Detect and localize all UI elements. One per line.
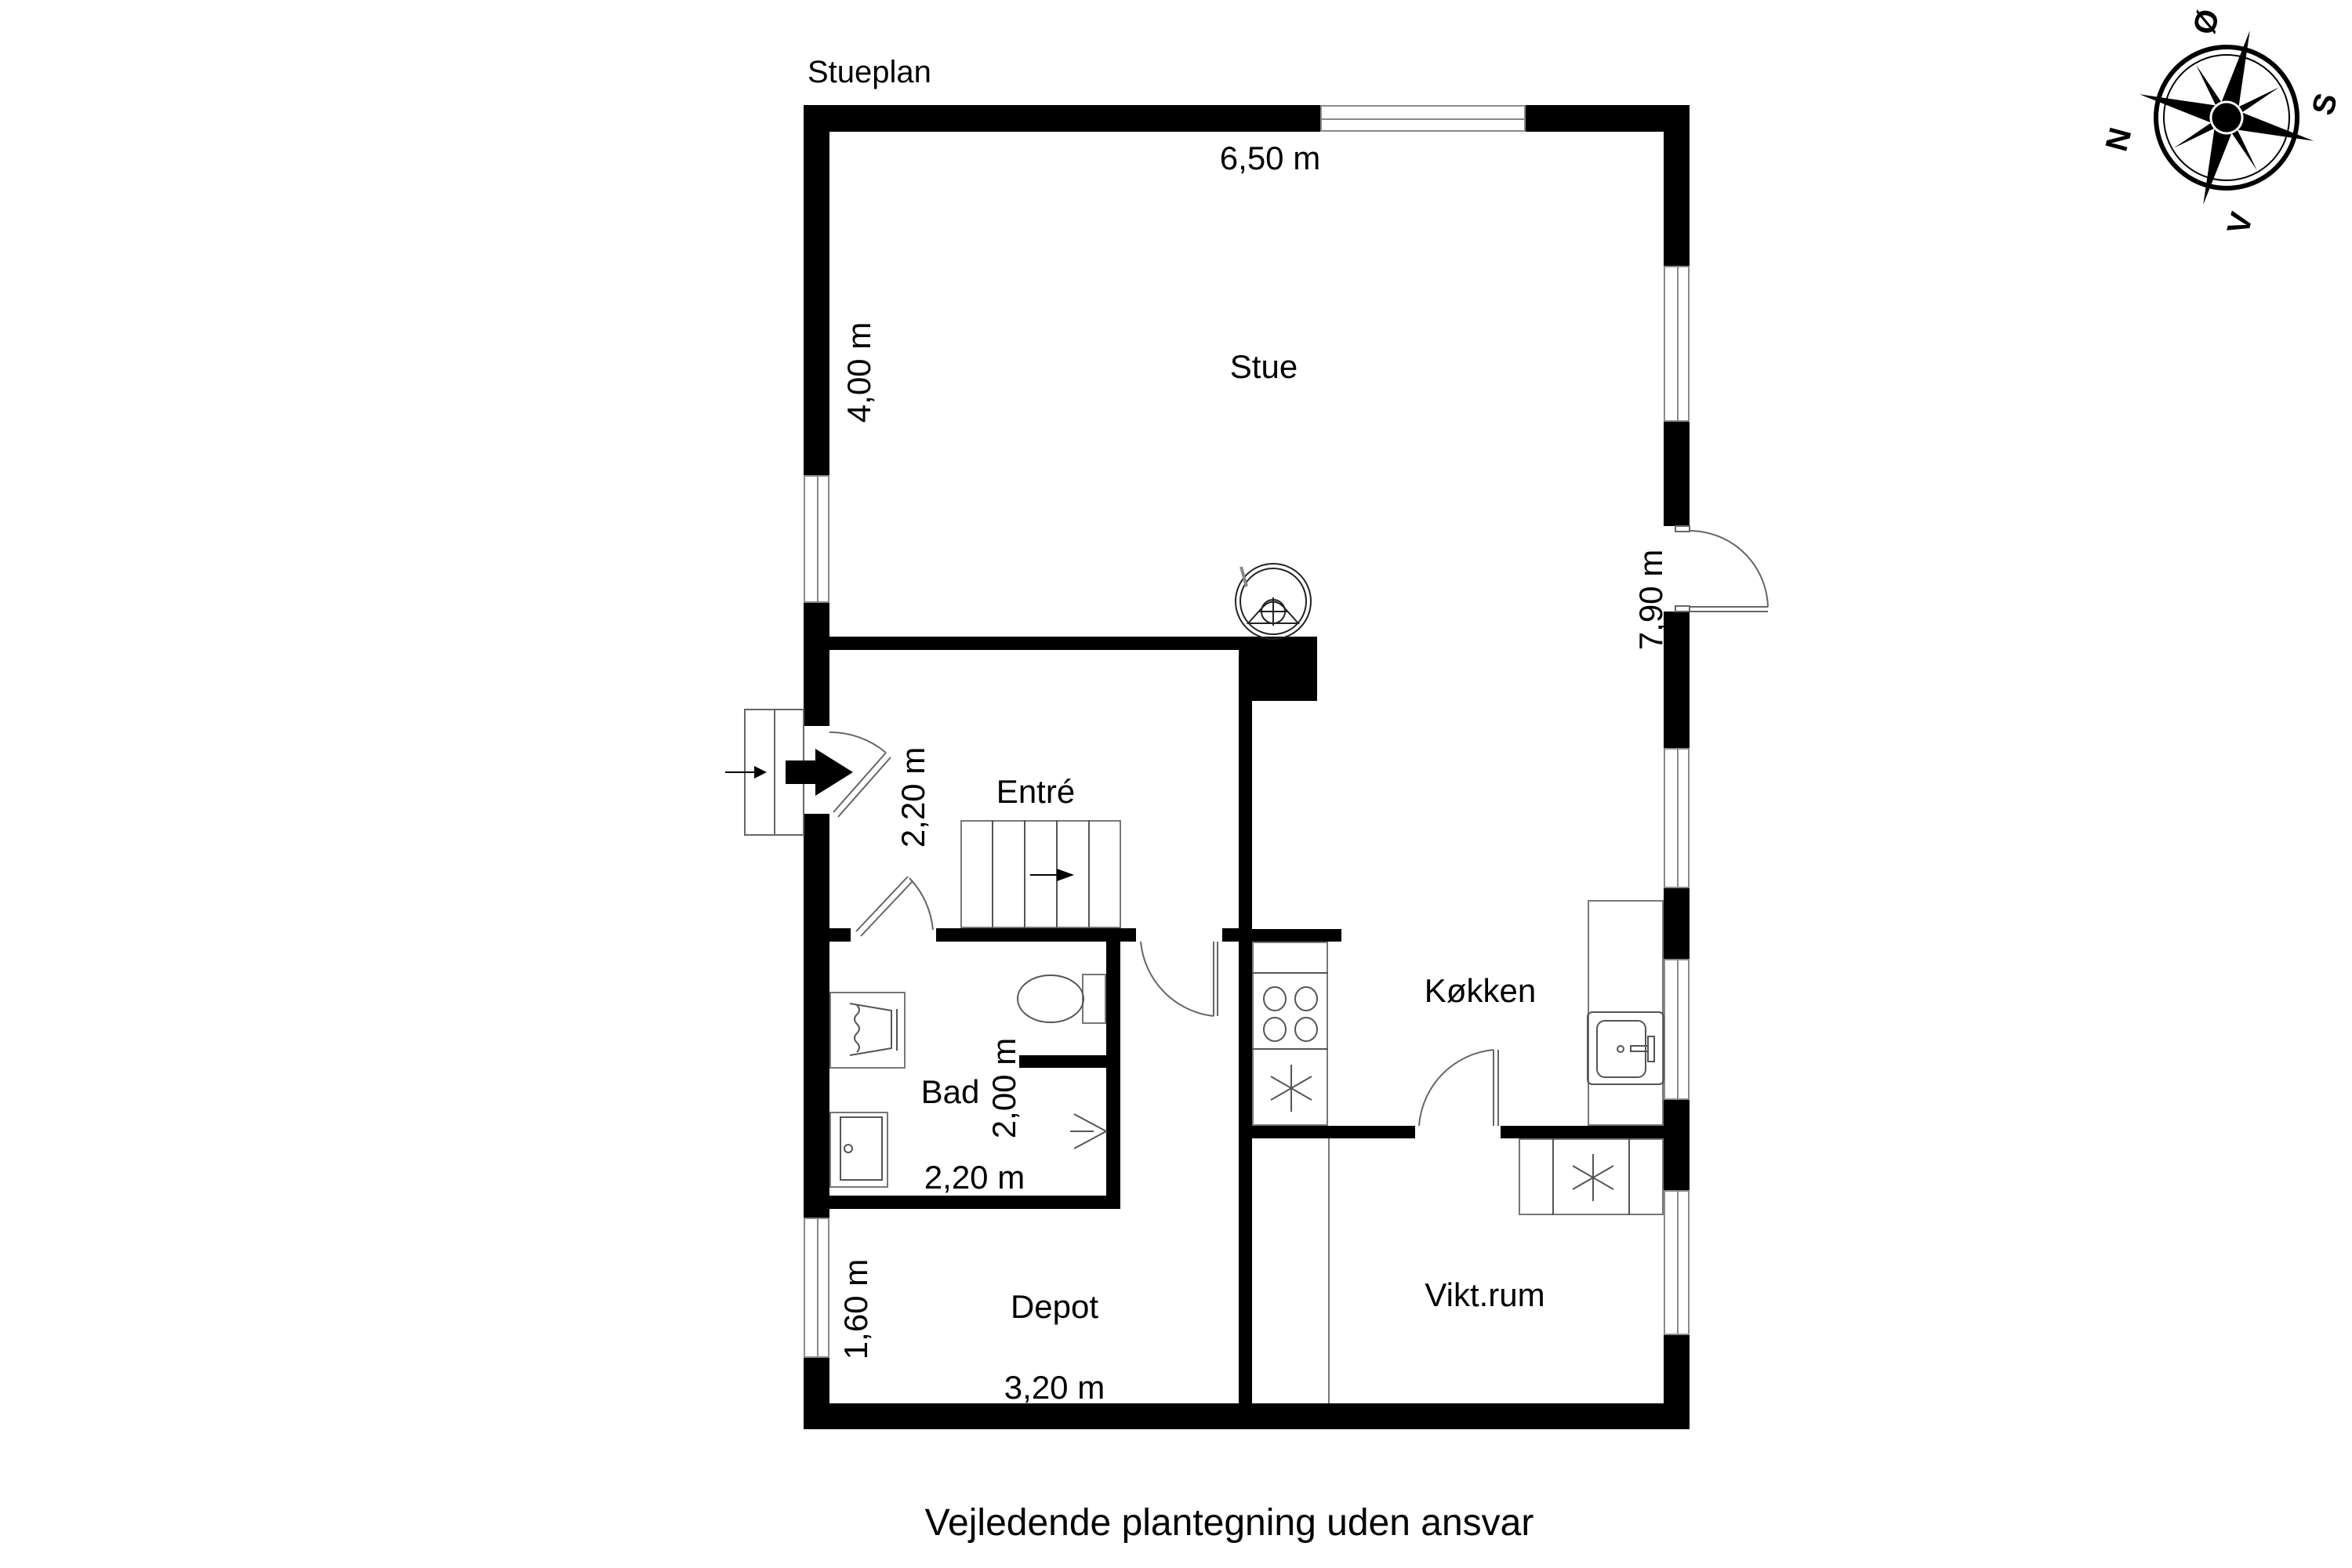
freezer-icon [1270, 1065, 1312, 1112]
window-top [1320, 105, 1526, 132]
dim-depot-depth: 1,60 m [837, 1258, 874, 1360]
utility-counter [1519, 1138, 1664, 1215]
wall-bath-right [1106, 928, 1120, 1209]
washbasin-icon [1070, 1113, 1109, 1149]
wall-entre-bottom-3 [1222, 928, 1239, 942]
wall-right-3 [1664, 612, 1690, 748]
wall-toilet-divider [1019, 1055, 1106, 1068]
utility-line [1328, 1138, 1330, 1403]
room-label-stue: Stue [1229, 348, 1298, 385]
bathtub [829, 992, 906, 1069]
dim-depot-width: 3,20 m [1004, 1369, 1105, 1406]
dim-stue-depth: 4,00 m [840, 321, 877, 423]
toilet-icon [1017, 975, 1084, 1023]
staircase-arrow-icon [1030, 869, 1074, 881]
room-label-depot: Depot [1010, 1288, 1099, 1325]
wall-right-4 [1664, 888, 1690, 959]
freezer-icon [1572, 1154, 1614, 1201]
entrance-arrow-icon [725, 749, 853, 796]
compass-rose-icon [2139, 30, 2314, 205]
dim-stue-width: 6,50 m [1219, 140, 1321, 176]
room-label-viktrum: Vikt.rum [1425, 1276, 1545, 1313]
hob-icon [1252, 972, 1328, 1050]
dim-house-depth: 7,90 m [1632, 549, 1669, 651]
wall-right-1 [1664, 105, 1690, 266]
wall-kitchen-stub [1252, 929, 1341, 942]
bathtub-icon [849, 1003, 898, 1056]
wood-stove-icon [1235, 563, 1312, 640]
wall-entre-bottom-2 [936, 928, 1136, 942]
window-right-2 [1664, 748, 1690, 888]
wall-kitchen-vikt-1 [1252, 1126, 1415, 1138]
staircase [960, 820, 1121, 928]
wall-entre-bottom-1 [829, 928, 851, 942]
dim-entre-width: 2,20 m [895, 746, 931, 848]
room-label-bad: Bad [920, 1073, 980, 1110]
plan-caption: Vejledende plantegning uden ansvar [924, 1502, 1534, 1544]
wall-top-left [804, 105, 1320, 132]
wall-kitchen-vikt-2 [1501, 1126, 1664, 1138]
wall-left-1 [804, 105, 829, 475]
dim-bad-width: 2,20 m [924, 1159, 1025, 1196]
room-label-kokken: Køkken [1424, 972, 1537, 1009]
shower-tray-icon [840, 1116, 883, 1181]
window-right-1 [1664, 266, 1690, 422]
window-right-4 [1664, 1190, 1690, 1335]
shower-tray [829, 1112, 888, 1188]
sink-icon [1587, 1011, 1664, 1085]
kitchen-counter-right [1588, 900, 1664, 1126]
wall-top-right [1526, 105, 1690, 132]
wall-bottom [804, 1403, 1690, 1429]
wall-left-3 [804, 814, 829, 1218]
room-label-entre: Entré [996, 773, 1076, 810]
wall-stue-entre [829, 637, 1317, 650]
kitchen-counter-left [1252, 942, 1328, 1126]
wall-bath-bottom [829, 1196, 1120, 1209]
wall-left-2 [804, 603, 829, 726]
wall-right-2 [1664, 422, 1690, 526]
plan-title: Stueplan [808, 55, 931, 89]
wall-right-5 [1664, 1100, 1690, 1190]
wall-central-vertical [1239, 637, 1252, 1403]
window-left-stue [804, 475, 829, 603]
window-left-depot [804, 1218, 829, 1358]
dim-bad-depth: 2,00 m [985, 1037, 1022, 1139]
